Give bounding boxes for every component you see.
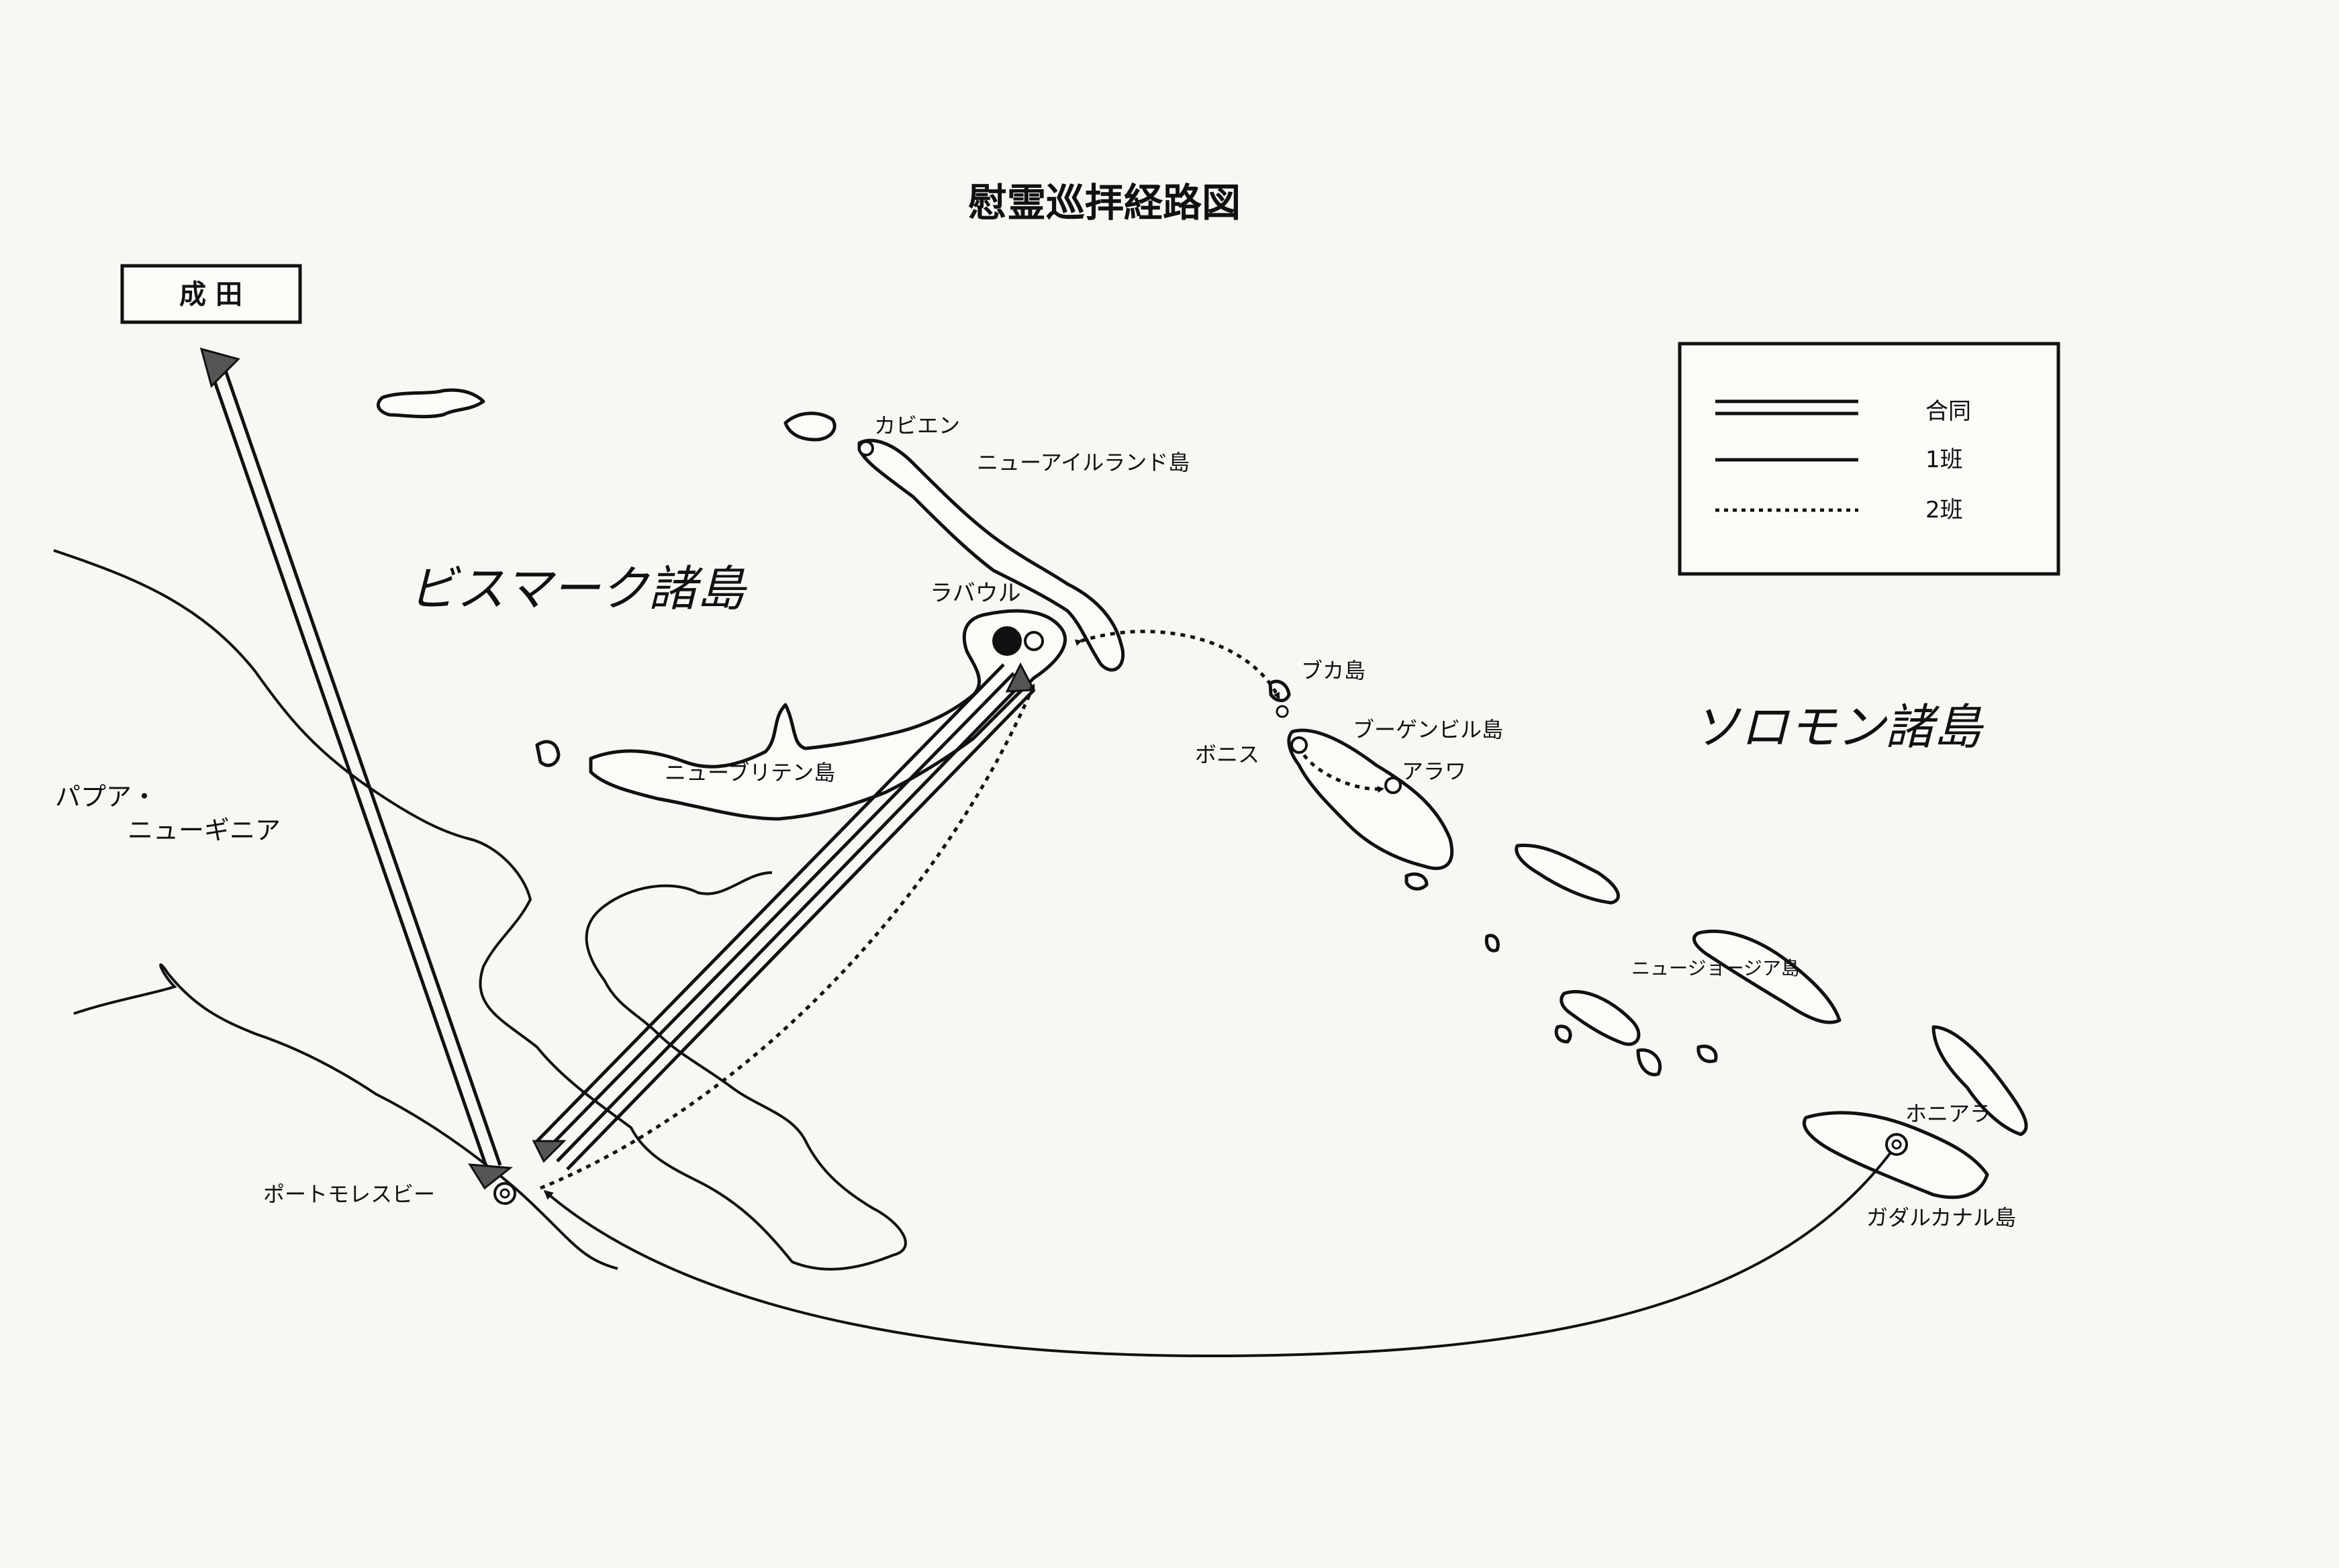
kavieng-marker <box>858 440 874 456</box>
new-ireland-label: ニューアイルランド島 <box>977 450 1190 475</box>
port-moresby-marker <box>493 1182 516 1205</box>
bougainville-island <box>1287 728 1454 871</box>
new-georgia-label: ニュージョージア島 <box>1631 957 1800 979</box>
kavieng-label: カビエン <box>874 413 960 438</box>
route-port-moresby-rabaul-joint <box>532 662 1036 1171</box>
solomon-island-small-3 <box>1636 1048 1662 1077</box>
new-georgia-island <box>1560 989 1641 1046</box>
arawa-marker <box>1384 777 1402 794</box>
new-guinea-coastline-north <box>53 549 907 1271</box>
origin-box: 成 田 <box>120 264 302 324</box>
buka-label: ブカ島 <box>1301 658 1366 683</box>
bougainville-label: ブーゲンビル島 <box>1353 717 1503 742</box>
new-britain-island <box>589 609 1067 821</box>
route-narita-port-moresby <box>199 347 513 1190</box>
region-papua-label-line2: ニューギニア <box>128 816 281 845</box>
solomon-island-small-4 <box>1697 1044 1718 1063</box>
bonis-label: ボニス <box>1195 742 1259 767</box>
legend: 合同 1班 2班 <box>1678 342 2060 576</box>
port-moresby-label: ポートモレスビー <box>263 1181 435 1207</box>
bonis-marker <box>1290 736 1308 754</box>
malaita-island <box>1931 1025 2028 1136</box>
new-guinea-coastline-south <box>73 963 618 1270</box>
solomon-island-small-2 <box>1554 1024 1572 1044</box>
new-britain-label: ニューブリテン島 <box>665 760 835 785</box>
region-papua-label-line1: パプア・ <box>55 782 157 812</box>
arawa-label: アラワ <box>1402 758 1466 784</box>
honiara-marker <box>1885 1133 1908 1156</box>
solomon-island-choiseul <box>1515 843 1620 905</box>
region-bismarck-label: ビスマーク諸島 <box>408 560 748 617</box>
legend-joint-label: 合同 <box>1925 398 1971 425</box>
rabaul-label: ラバウル <box>930 580 1021 607</box>
legend-team2-label: 2班 <box>1925 497 1963 524</box>
buka-marker <box>1276 705 1289 718</box>
island-north-kavieng <box>783 411 837 442</box>
island-small-west <box>535 740 561 767</box>
route-team1-honiara-port-moresby <box>543 1143 1898 1358</box>
isabel-island <box>1692 929 1842 1024</box>
island-small-north <box>377 388 485 419</box>
region-solomon-label: ソロモン諸島 <box>1692 699 1985 755</box>
origin-label: 成 田 <box>179 279 242 310</box>
rabaul-marker <box>992 626 1044 656</box>
solomon-island-small-1 <box>1484 934 1500 952</box>
honiara-label: ホニアラ <box>1905 1101 1991 1126</box>
legend-team1-label: 1班 <box>1925 446 1963 473</box>
island-small-bougainville <box>1404 872 1429 891</box>
guadalcanal-label: ガダルカナル島 <box>1866 1205 2016 1230</box>
map-title: 慰霊巡拝経路図 <box>968 180 1241 226</box>
route-team2-rabaul-buka <box>1074 630 1281 699</box>
